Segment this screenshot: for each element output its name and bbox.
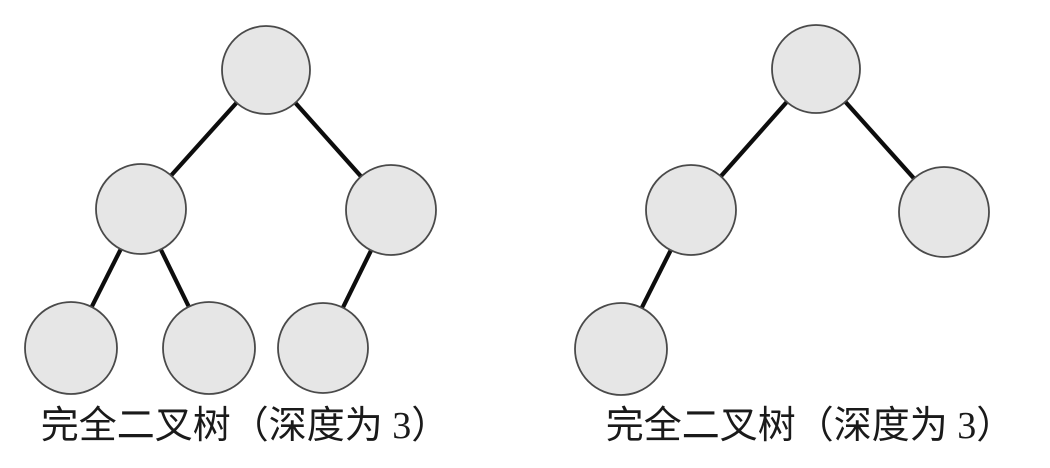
tree-node-circle[interactable] bbox=[95, 163, 187, 255]
nodes-layer bbox=[24, 24, 990, 396]
tree-node-circle[interactable] bbox=[162, 301, 256, 395]
tree-edge bbox=[168, 99, 240, 179]
tree-node-circle[interactable] bbox=[771, 24, 861, 114]
tree-node[interactable] bbox=[645, 164, 737, 256]
tree-node-circle[interactable] bbox=[345, 164, 437, 256]
tree-edge bbox=[717, 99, 790, 180]
tree-node[interactable] bbox=[221, 25, 311, 115]
tree-node[interactable] bbox=[345, 164, 437, 256]
tree-node[interactable] bbox=[574, 302, 668, 396]
tree-edge bbox=[638, 247, 674, 311]
tree-edge bbox=[340, 247, 374, 311]
tree-node-circle[interactable] bbox=[24, 301, 118, 395]
tree-node-circle[interactable] bbox=[898, 166, 990, 258]
caption-left-tree: 完全二叉树（深度为 3） bbox=[40, 405, 450, 447]
tree-node-circle[interactable] bbox=[574, 302, 668, 396]
caption-right-tree: 完全二叉树（深度为 3） bbox=[605, 405, 1015, 447]
tree-node[interactable] bbox=[898, 166, 990, 258]
edges-layer bbox=[88, 98, 917, 311]
tree-node-circle[interactable] bbox=[277, 302, 369, 394]
tree-node[interactable] bbox=[24, 301, 118, 395]
tree-node[interactable] bbox=[277, 302, 369, 394]
tree-node[interactable] bbox=[95, 163, 187, 255]
tree-node[interactable] bbox=[162, 301, 256, 395]
tree-edge bbox=[88, 246, 124, 310]
tree-node[interactable] bbox=[771, 24, 861, 114]
tree-edge bbox=[158, 246, 192, 310]
tree-node-circle[interactable] bbox=[221, 25, 311, 115]
tree-node-circle[interactable] bbox=[645, 164, 737, 256]
tree-edge bbox=[842, 98, 917, 182]
tree-edge bbox=[292, 99, 364, 180]
